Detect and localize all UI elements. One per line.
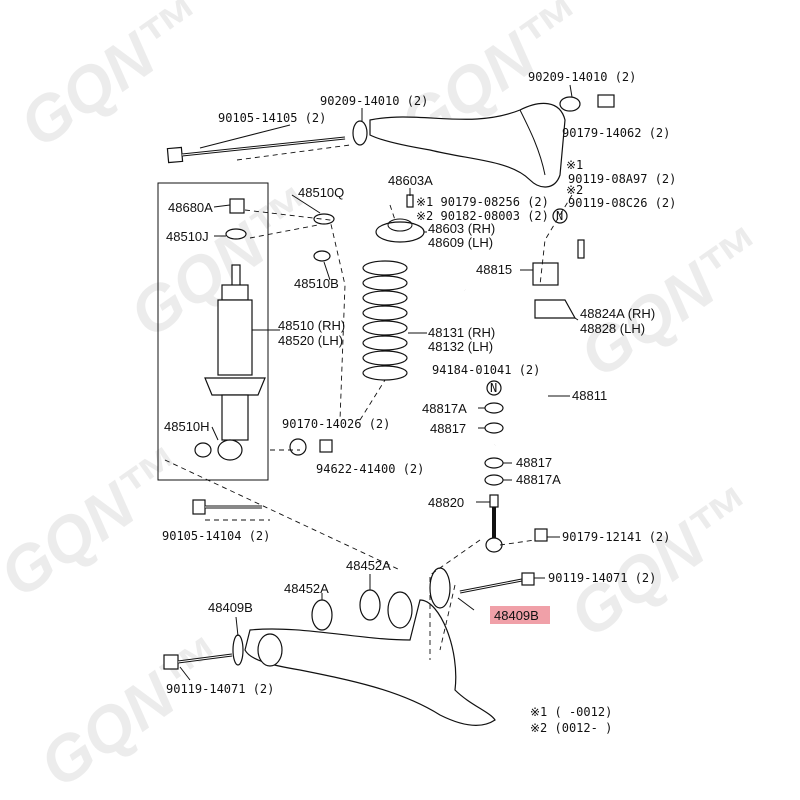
part-number: 48409B xyxy=(208,600,253,615)
part-number: 48510J xyxy=(166,229,209,244)
lower-control-arm xyxy=(163,567,535,727)
upper-control-arm xyxy=(352,94,615,188)
part-number: 48817 xyxy=(430,421,466,436)
part-number: 48824A (RH) xyxy=(580,306,655,321)
part-number: 48452A xyxy=(346,558,391,573)
part-number: ※2 90182-08003 (2) xyxy=(416,209,549,223)
part-number: 90179-14062 (2) xyxy=(562,126,670,140)
leader-lines xyxy=(179,84,579,681)
part-number: 90170-14026 (2) xyxy=(282,417,390,431)
part-number: 90209-14010 (2) xyxy=(528,70,636,84)
part-number: 48820 xyxy=(428,495,464,510)
part-number: 48452A xyxy=(284,581,329,596)
coil-spring xyxy=(362,260,408,381)
part-number-highlighted: 48409B xyxy=(494,608,539,623)
part-number: 48817 xyxy=(516,455,552,470)
part-number: 48680A xyxy=(168,200,213,215)
part-number: 48131 (RH) xyxy=(428,325,495,340)
part-number: ※1 90179-08256 (2) xyxy=(416,195,549,209)
part-number: 48609 (LH) xyxy=(428,235,493,250)
part-number: 48828 (LH) xyxy=(580,321,645,336)
highlight-box xyxy=(490,606,550,624)
stabilizer-bar xyxy=(464,208,585,553)
part-number: 90119-08C26 (2) xyxy=(568,196,676,210)
part-number: 90209-14010 (2) xyxy=(320,94,428,108)
watermark: GQN™ xyxy=(27,622,240,800)
note-marker: ※2 xyxy=(566,183,583,197)
assembly-guides xyxy=(164,144,573,660)
part-number: 48510B xyxy=(294,276,339,291)
watermark: GQN™ xyxy=(557,472,770,651)
upper-arm-bolt xyxy=(166,136,346,164)
part-number: 90105-14105 (2) xyxy=(218,111,326,125)
watermark: GQN™ xyxy=(7,0,220,161)
part-number: 90119-14071 (2) xyxy=(548,571,656,585)
watermark: GQN™ xyxy=(0,432,200,611)
legend-note: ※2 (0012- ) xyxy=(530,721,612,735)
part-number: 48817A xyxy=(516,472,561,487)
coil-spring-group xyxy=(289,194,425,456)
note-marker: ※1 xyxy=(566,158,583,172)
part-number: 48132 (LH) xyxy=(428,339,493,354)
part-labels: 90209-14010 (2) 90179-14062 (2) 90209-14… xyxy=(162,70,676,735)
part-number: 48510H xyxy=(164,419,210,434)
part-number: 90105-14104 (2) xyxy=(162,529,270,543)
shock-absorber-group xyxy=(157,182,335,515)
part-number: 48603A xyxy=(388,173,433,188)
part-number: 48510Q xyxy=(298,185,344,200)
watermark: GQN™ xyxy=(567,212,780,391)
part-number: 94184-01041 (2) xyxy=(432,363,540,377)
part-number: 48817A xyxy=(422,401,467,416)
part-number: 90119-14071 (2) xyxy=(166,682,274,696)
part-number: 48520 (LH) xyxy=(278,333,343,348)
part-number: 48811 xyxy=(572,388,607,403)
nut-marker: N xyxy=(490,381,497,395)
legend-note: ※1 ( -0012) xyxy=(530,705,612,719)
part-number: 90179-12141 (2) xyxy=(562,530,670,544)
part-number: 48603 (RH) xyxy=(428,221,495,236)
part-number: 90119-08A97 (2) xyxy=(568,172,676,186)
part-number: 48510 (RH) xyxy=(278,318,345,333)
part-number: 94622-41400 (2) xyxy=(316,462,424,476)
nut-marker: N xyxy=(556,209,563,223)
part-number: 48815 xyxy=(476,262,512,277)
